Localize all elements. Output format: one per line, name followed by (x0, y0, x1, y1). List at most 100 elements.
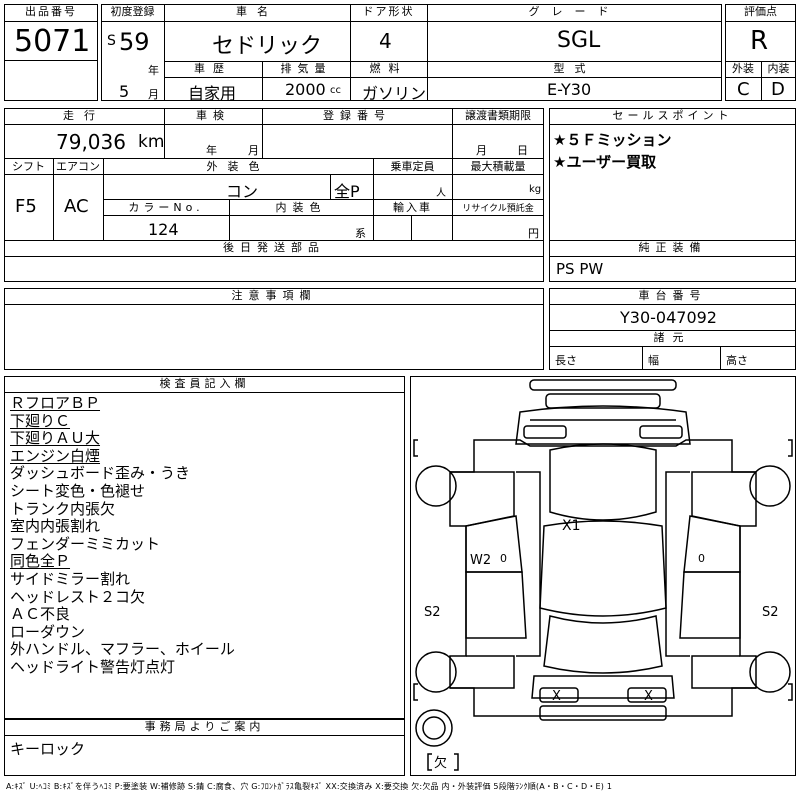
car-name-label: 車名 (236, 5, 278, 18)
year-unit: 年 (148, 64, 159, 77)
ac-label: エアコン (56, 160, 100, 173)
lot-box (4, 4, 98, 101)
era-letter: S (107, 33, 116, 49)
capacity-unit: 人 (436, 188, 446, 199)
import-label: 輸入車 (393, 201, 432, 214)
mark-rear-x-left: X (552, 689, 561, 704)
mark-left-zero: 0 (500, 552, 507, 565)
later-parts-label: 後日発送部品 (223, 241, 325, 254)
grade: SGL (557, 28, 601, 53)
shift-label: シフト (12, 160, 45, 173)
equipment-label: 純正装備 (638, 241, 707, 254)
legend-text: A:ｷｽﾞ U:ﾍｺﾐ B:ｷｽﾞを伴うﾍｺﾐ P:要塗装 W:補修跡 S:錆 … (6, 782, 613, 791)
inspector-note-11: サイドミラー割れ (10, 569, 131, 588)
inspector-note-1: ＲフロアＢＰ (10, 394, 101, 412)
recycle-unit: 円 (528, 227, 539, 240)
mark-left-door: W2 (470, 553, 491, 568)
inspector-note-5: ダッシュボード歪み・うき (10, 464, 191, 483)
score-label: 評価点 (744, 5, 777, 18)
office-box (4, 719, 405, 776)
height-label: 高さ (726, 354, 748, 367)
mileage-unit: km (138, 132, 165, 152)
inspector-note-9: フェンダーミミカット (10, 534, 161, 553)
chassis-label: 車台番号 (638, 289, 707, 302)
inspector-label: 検査員記入欄 (159, 377, 250, 390)
door-count: 4 (379, 29, 392, 53)
mileage: 79,036 (56, 130, 126, 154)
history-label: 車歴 (194, 62, 232, 75)
ext-color-label: 外装色 (206, 160, 270, 173)
door-label: ドア形状 (362, 5, 415, 18)
reg-year: 59 (119, 28, 150, 56)
caution-label: 注意事項欄 (231, 289, 317, 302)
lot-number: 5071 (14, 24, 91, 59)
ext-color: コン (226, 182, 259, 201)
car-diagram-box (410, 376, 796, 776)
max-load-label: 最大積載量 (470, 160, 526, 173)
inspector-note-6: シート変色・色褪せ (10, 481, 146, 500)
inspector-note-4: エンジン白煙 (10, 446, 101, 465)
max-load-unit: kg (529, 184, 542, 195)
car-name: セドリック (212, 34, 323, 59)
reg-month: 5 (119, 82, 130, 101)
office-text: キーロック (10, 740, 86, 758)
inspector-note-14: ローダウン (10, 622, 86, 641)
insp-year: 年 (206, 144, 217, 157)
mark-missing: 欠 (434, 755, 447, 771)
color-no: 124 (148, 220, 179, 239)
grade-label: グレード (528, 5, 621, 18)
equipment: PS PW (556, 260, 604, 278)
specs-label: 諸元 (653, 331, 692, 344)
inspector-note-2: 下廻りＣ (10, 411, 71, 430)
inspector-note-8: 室内内張割れ (10, 517, 101, 536)
office-label: 事務局よりご案内 (144, 720, 265, 733)
caution-box (4, 288, 544, 370)
int-label: 内装 (767, 62, 790, 75)
model: E-Y30 (547, 80, 592, 99)
mark-right-side: S2 (762, 605, 779, 620)
mark-left-side: S2 (424, 605, 441, 620)
transfer-label: 譲渡書類期限 (465, 109, 531, 122)
fuel-label: 燃料 (369, 62, 408, 75)
insp-month: 月 (248, 144, 259, 157)
length-label: 長さ (555, 354, 577, 367)
mark-roof: X1 (562, 518, 581, 534)
month-unit: 月 (148, 88, 159, 101)
displacement: 2000 (285, 80, 326, 99)
mark-right-zero: 0 (698, 552, 705, 565)
score: R (750, 26, 769, 56)
sales-point-label: セールスポイント (612, 109, 733, 122)
inspector-note-15: 外ハンドル、マフラー、ホイール (10, 640, 235, 659)
fuel: ガソリン (362, 84, 427, 103)
inspector-note-3: 下廻りＡＵ大 (10, 429, 101, 448)
chassis-box (549, 288, 796, 370)
sales-box (549, 108, 796, 282)
ac: AC (64, 196, 89, 217)
inspector-box (4, 376, 405, 719)
displacement-label: 排気量 (280, 62, 332, 75)
tr-day: 日 (517, 144, 528, 157)
shift: F5 (15, 196, 37, 217)
model-label: 型式 (553, 62, 596, 75)
inspector-note-10: 同色全Ｐ (10, 552, 71, 571)
int-grade: D (771, 79, 785, 100)
car-diagram: X1 W2 0 0 S2 S2 X X 欠 (413, 379, 793, 771)
mileage-label: 走行 (63, 109, 105, 122)
inspection-label: 車検 (196, 109, 230, 122)
history: 自家用 (188, 84, 237, 103)
chassis-no: Y30-047092 (620, 308, 717, 327)
ext-label: 外装 (732, 62, 754, 75)
vehicle-box (101, 4, 722, 101)
width-label: 幅 (648, 354, 659, 367)
details-box (4, 108, 544, 282)
inspector-note-12: ヘッドレスト２コ欠 (10, 587, 146, 606)
first-reg-label: 初度登録 (110, 5, 155, 18)
same-color: 全P (334, 182, 360, 201)
tr-month: 月 (476, 144, 487, 157)
capacity-label: 乗車定員 (390, 160, 435, 173)
inspector-note-7: トランク内張欠 (10, 499, 116, 518)
ext-grade: C (737, 79, 750, 100)
int-color-unit: 系 (355, 227, 366, 240)
recycle-label: リサイクル預託金 (462, 204, 534, 214)
